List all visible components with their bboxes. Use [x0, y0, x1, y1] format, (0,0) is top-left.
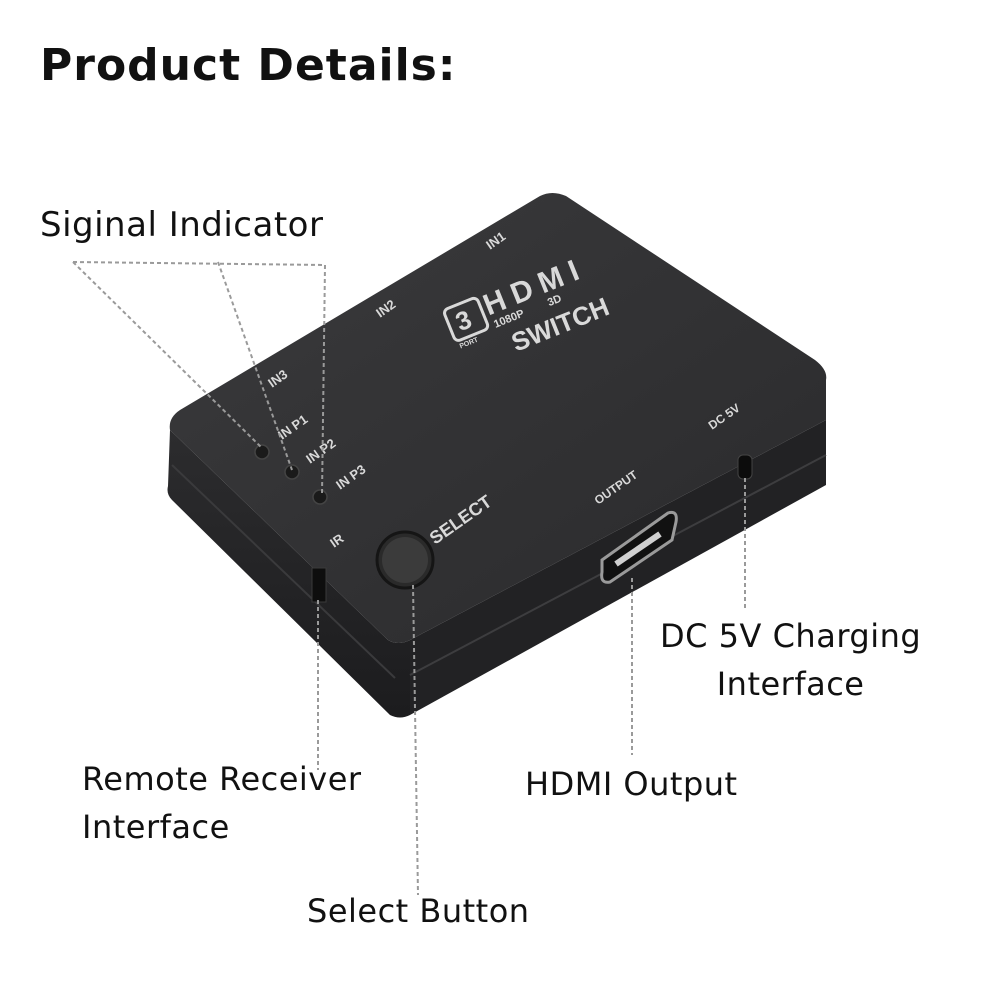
- signal-led-3: [312, 489, 328, 505]
- callout-dc-charging: DC 5V Charging Interface: [660, 617, 922, 703]
- signal-led-1: [254, 444, 270, 460]
- callout-signal-indicator: Siginal Indicator: [40, 205, 324, 245]
- leader-signal-led2: [217, 261, 293, 471]
- logo-3d: 3D: [546, 293, 564, 309]
- leader-signal-led1: [72, 261, 263, 449]
- hdmi-logo: 3 PORT HDMI 1080P 3D SWITCH: [443, 254, 613, 358]
- signal-led-2: [284, 464, 300, 480]
- dc-jack: [737, 454, 753, 480]
- leader-select-button: [412, 584, 419, 896]
- page-title: Product Details:: [40, 40, 457, 91]
- select-button[interactable]: [375, 530, 435, 590]
- leader-lines: [72, 261, 746, 896]
- hdmi-output-port: [600, 510, 678, 584]
- ir-receiver-window: [311, 567, 327, 603]
- callout-hdmi-output: HDMI Output: [525, 765, 738, 803]
- callout-select-button: Select Button: [307, 892, 530, 930]
- leader-signal-top: [72, 261, 326, 266]
- callout-remote-receiver: Remote Receiver Interface: [82, 760, 362, 846]
- leader-signal-led3: [321, 264, 326, 496]
